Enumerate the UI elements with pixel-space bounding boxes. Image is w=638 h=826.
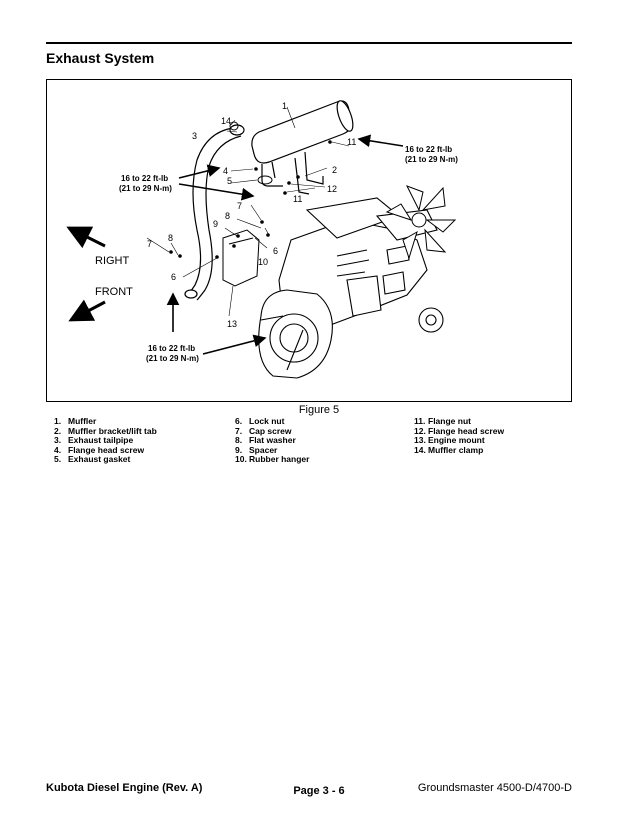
exhaust-system-illustration: RIGHT FRONT [66,100,458,379]
torque-arrow-flange-screw-upper [178,164,221,179]
callout-4: 4 [223,166,228,176]
torque-label-3-line1: 16 to 22 ft-lb [148,344,195,353]
cooling-fan-drawing [385,185,457,260]
callout-2: 2 [332,165,337,175]
torque-arrow-flange-nut [357,134,404,148]
muffler-drawing [251,100,354,195]
legend-item: 9.Spacer [235,444,278,455]
footer-page-number: Page 3 - 6 [293,785,345,797]
legend-item: 10.Rubber hanger [235,454,310,465]
callout-10: 10 [258,257,268,267]
torque-label-2-line2: (21 to 29 N-m) [119,184,172,193]
callout-9: 9 [213,219,218,229]
engine-drawing [258,197,444,379]
callout-3: 3 [192,131,197,141]
torque-label-1-line2: (21 to 29 N-m) [405,155,458,164]
figure-caption: Figure 5 [298,404,340,416]
leader-lines [146,106,350,317]
footer-product-name: Groundsmaster 4500-D/4700-D [417,782,572,794]
torque-label-2-line1: 16 to 22 ft-lb [121,174,168,183]
callout-14: 14 [221,116,231,126]
callout-5: 5 [227,176,232,186]
right-label: RIGHT [95,255,130,267]
torque-arrow-flange-screw-lower [178,183,255,201]
callout-8-upper: 8 [225,211,230,221]
front-direction-arrow [68,299,106,322]
legend-item: 11.Flange nut [414,416,471,426]
legend-item: 8.Flat washer [235,435,296,446]
legend-column-1: 1.Muffler 2.Muffler bracket/lift tab 3.E… [54,416,157,465]
callout-12: 12 [327,184,337,194]
legend-item: 3.Exhaust tailpipe [54,435,134,446]
section-title: Exhaust System [46,50,155,66]
callout-11-top: 11 [347,137,356,147]
callout-7-upper: 7 [237,201,242,211]
callout-13: 13 [227,319,237,329]
callout-8-lower: 8 [168,233,173,243]
front-label: FRONT [95,286,133,298]
engine-mount-bracket [222,229,260,287]
footer-chapter-title: Kubota Diesel Engine (Rev. A) [46,782,203,794]
legend-item: 14.Muffler clamp [414,444,484,455]
legend-item: 1.Muffler [54,416,97,426]
legend-item: 12.Flange head screw [414,425,505,436]
callout-6-right: 6 [273,246,278,256]
tailpipe-drawing [184,124,245,301]
callout-11-mid: 11 [293,194,302,204]
legend-column-3: 11.Flange nut 12.Flange head screw 13.En… [414,416,505,455]
top-rule [46,42,572,44]
callout-6-left: 6 [171,272,176,282]
figure-frame: RIGHT FRONT [46,79,572,402]
legend-item: 4.Flange head screw [54,444,145,455]
legend-item: 2.Muffler bracket/lift tab [54,425,157,436]
torque-label-1-line1: 16 to 22 ft-lb [405,145,452,154]
muffler-clamp [229,121,239,131]
torque-label-3-line2: (21 to 29 N-m) [146,354,199,363]
legend-item: 6.Lock nut [235,416,285,426]
callout-1: 1 [282,101,287,111]
torque-arrow-mount-engine [202,334,267,355]
exhaust-gasket [257,175,273,185]
legend-column-2: 6.Lock nut 7.Cap screw 8.Flat washer 9.S… [235,416,310,465]
legend-item: 5.Exhaust gasket [54,454,131,465]
right-direction-arrow [66,226,106,249]
callout-7-lower: 7 [147,239,152,249]
fastener-marks [169,140,332,259]
legend-item: 13.Engine mount [414,435,485,446]
legend-item: 7.Cap screw [235,425,292,436]
